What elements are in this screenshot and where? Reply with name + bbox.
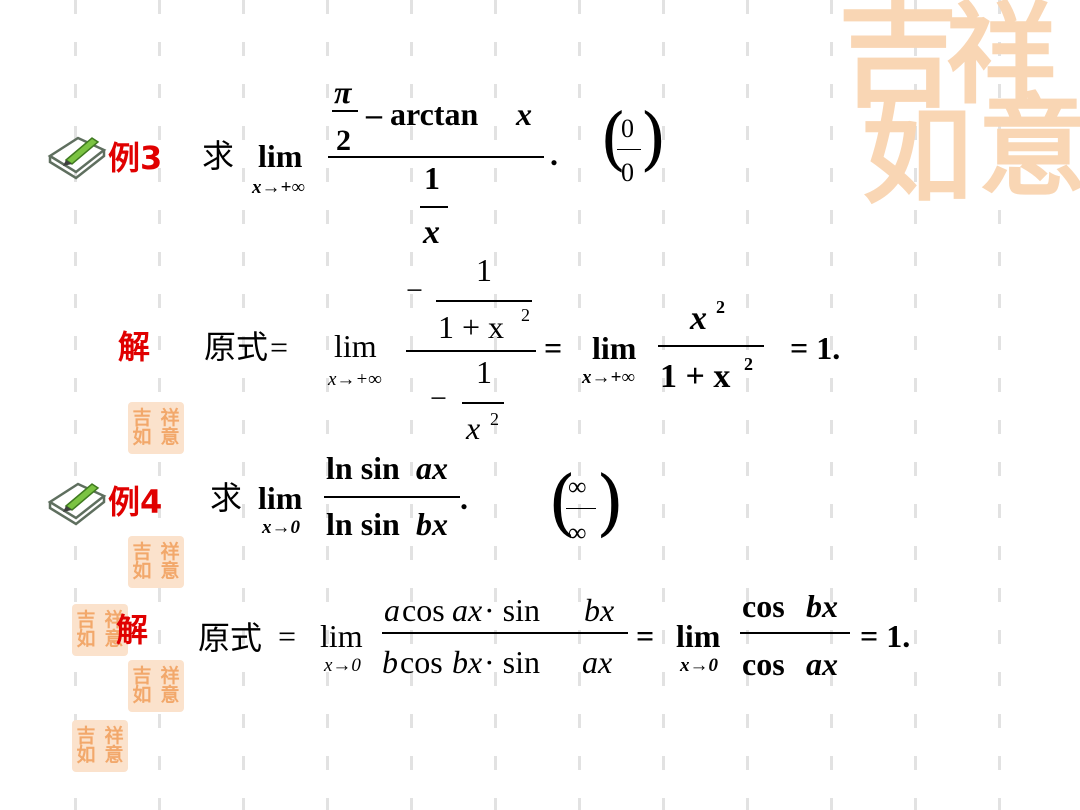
- lim-text: lim: [334, 328, 377, 364]
- square-superscript: 2: [521, 305, 530, 325]
- right-paren: ): [596, 460, 625, 544]
- yuanshi-text: 原式: [204, 328, 269, 366]
- equals-sign: =: [544, 330, 563, 366]
- ax-term: ax: [806, 646, 838, 682]
- left-paren: (: [600, 100, 627, 179]
- ax-term: ax: [416, 450, 448, 486]
- notebook-pencil-icon: [47, 482, 107, 526]
- lim-text: lim: [258, 138, 303, 174]
- one-digit: 1: [476, 354, 492, 390]
- pi-over-2-line: [332, 110, 358, 112]
- type-denominator: ∞: [568, 518, 587, 547]
- lim-subscript: x→0: [262, 517, 300, 538]
- ax-term: ax: [452, 592, 483, 628]
- inner-fraction-bar: [462, 402, 504, 404]
- two-digit: 2: [336, 124, 351, 157]
- pi-symbol: π: [334, 74, 352, 110]
- dot-sin-text: · sin: [484, 644, 540, 680]
- type-numerator: ∞: [568, 472, 587, 501]
- solution-4-label: 解: [116, 611, 149, 649]
- cos-text: cos: [402, 592, 445, 628]
- seal-icon: 吉祥如意: [72, 720, 128, 772]
- cos-text: cos: [742, 646, 785, 682]
- result-text: = 1.: [860, 618, 911, 654]
- seal-icon: 吉祥如意: [72, 604, 128, 656]
- result-text: = 1.: [790, 330, 841, 366]
- type-bar: [617, 149, 641, 151]
- qiu-text: 求: [210, 479, 243, 517]
- type-denominator: 0: [621, 158, 634, 187]
- ln-sin-text: ln sin: [326, 506, 400, 542]
- lim-subscript: x→+∞: [328, 369, 382, 390]
- fraction-bar: [658, 345, 764, 347]
- notebook-pencil-icon: [47, 136, 107, 180]
- b-coefficient: b: [382, 644, 398, 680]
- equals-sign: =: [270, 329, 289, 365]
- equals-sign: =: [636, 618, 655, 654]
- square-superscript: 2: [490, 409, 499, 429]
- bx-term: bx: [584, 592, 615, 628]
- square-superscript: 2: [744, 354, 753, 374]
- arctan-text: – arctan: [366, 96, 479, 132]
- lim-text: lim: [676, 618, 721, 654]
- type-numerator: 0: [621, 114, 634, 143]
- cos-text: cos: [400, 644, 443, 680]
- qiu-text: 求: [202, 137, 235, 175]
- cos-text: cos: [742, 588, 785, 624]
- x-variable: x: [516, 96, 532, 132]
- x-variable: x: [690, 300, 707, 337]
- lim-subscript: x→+∞: [582, 367, 635, 388]
- ax-term: ax: [582, 644, 613, 680]
- lim-text: lim: [258, 480, 303, 516]
- square-superscript: 2: [716, 297, 725, 317]
- fraction-bar: [382, 632, 628, 634]
- inner-fraction-bar: [436, 300, 532, 302]
- a-coefficient: a: [384, 592, 400, 628]
- one-over-x-line: [420, 206, 448, 208]
- period: .: [550, 136, 558, 172]
- lim-subscript: x→+∞: [252, 177, 305, 198]
- yuanshi-text: 原式: [198, 619, 263, 657]
- x-variable: x: [466, 410, 481, 446]
- period: .: [460, 480, 468, 516]
- right-paren: ): [640, 100, 667, 179]
- one-digit: 1: [476, 252, 492, 288]
- fraction-bar: [328, 156, 544, 158]
- equals-sign: =: [278, 618, 297, 654]
- fraction-bar: [740, 632, 850, 634]
- lim-text: lim: [592, 330, 637, 366]
- watermark-jixiangruyi: 吉 祥 如 意: [838, 0, 1080, 219]
- ln-sin-text: ln sin: [326, 450, 400, 486]
- bx-term: bx: [806, 588, 838, 624]
- minus-sign: −: [406, 274, 423, 307]
- lim-text: lim: [320, 618, 363, 654]
- lim-subscript: x→0: [324, 655, 361, 676]
- fraction-bar: [406, 350, 536, 352]
- seal-icon: 吉祥如意: [128, 402, 184, 454]
- lim-subscript: x→0: [680, 655, 718, 676]
- seal-icon: 吉祥如意: [128, 536, 184, 588]
- left-paren: (: [548, 460, 577, 544]
- fraction-bar: [324, 496, 460, 498]
- one-digit: 1: [424, 160, 440, 196]
- one-plus-x-text: 1 + x: [438, 309, 505, 345]
- x-variable: x: [423, 214, 440, 251]
- seal-icon: 吉祥如意: [128, 660, 184, 712]
- minus-sign: −: [430, 382, 447, 415]
- bx-term: bx: [452, 644, 483, 680]
- dot-sin-text: · sin: [484, 592, 540, 628]
- type-bar: [566, 508, 596, 510]
- solution-3-label: 解: [118, 328, 151, 366]
- example-4-label: 例4: [108, 483, 163, 521]
- example-3-label: 例3: [108, 139, 163, 177]
- one-plus-x-text: 1 + x: [660, 358, 731, 395]
- bx-term: bx: [416, 506, 448, 542]
